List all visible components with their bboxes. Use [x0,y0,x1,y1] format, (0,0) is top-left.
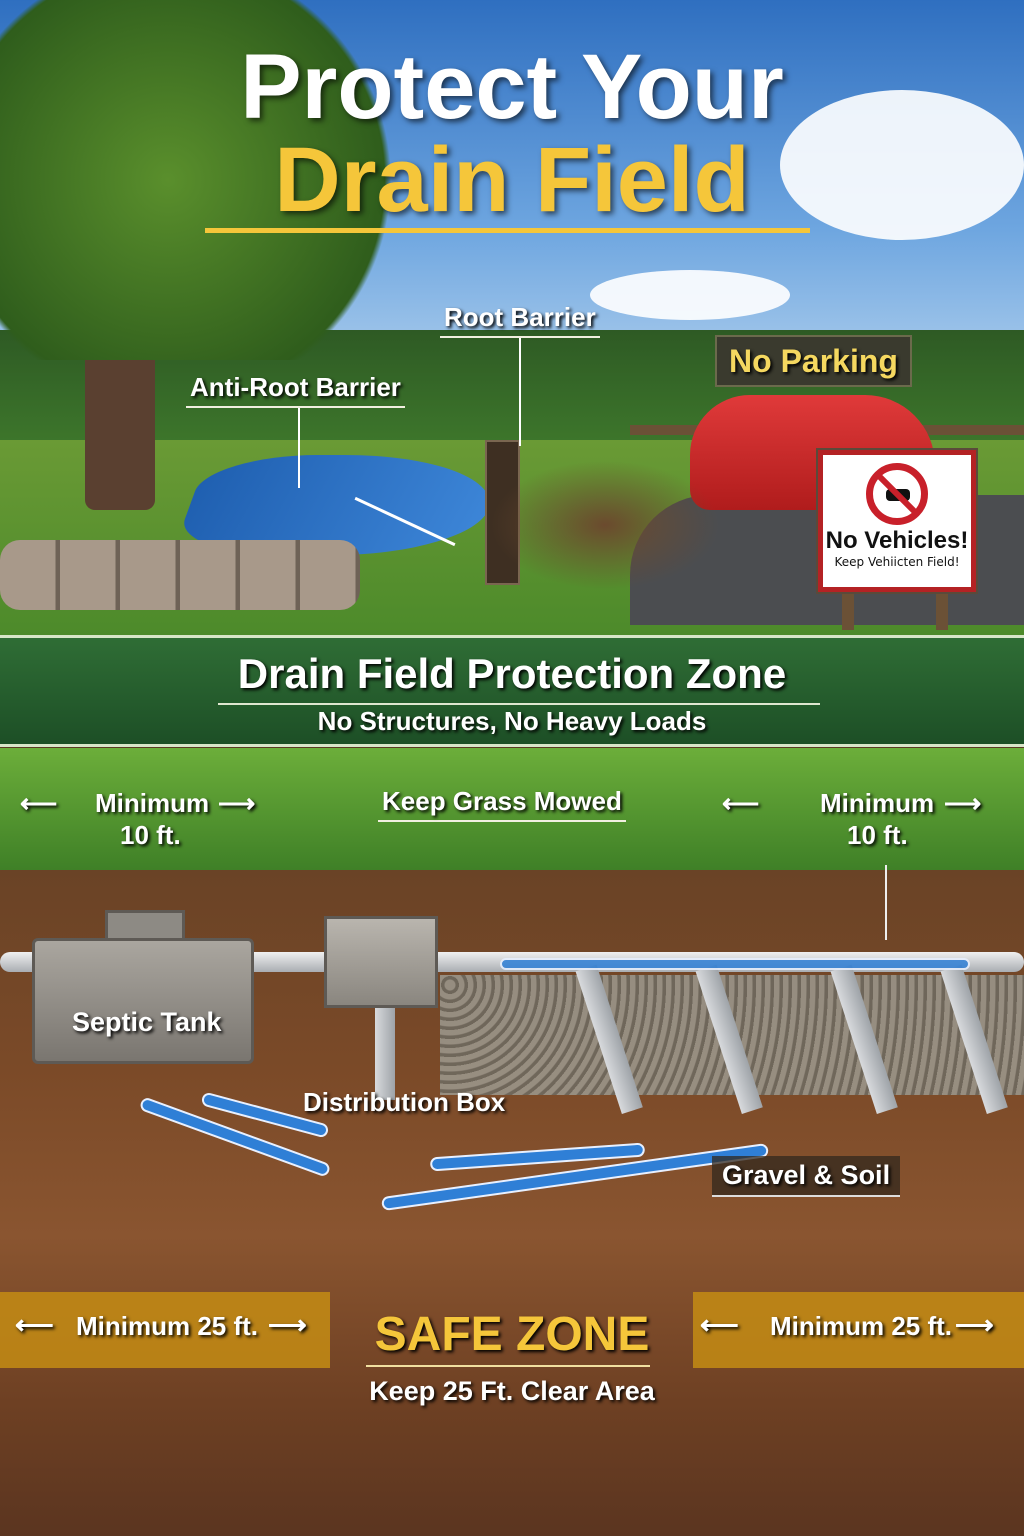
safe-zone-title: SAFE ZONE [374,1308,650,1361]
tree-roots [490,460,720,590]
banner-title: Drain Field Protection Zone [237,650,787,697]
right-distance-label: 10 ft. [847,820,908,850]
right-arrow-icon: ⟵ [700,1310,739,1340]
left-arrow-right-icon: ⟶ [268,1310,307,1340]
distribution-outlet-pipe [375,990,395,1100]
left-safe-zone-band [0,1292,330,1368]
right-arrow-right-icon: ⟶ [955,1310,994,1340]
no-parking-label: No Parking [715,335,912,387]
right-minimum-label: Minimum [820,788,935,818]
stone-wall [0,540,360,610]
sign-title: No Vehicles! [825,527,969,554]
title-line-1: Protect Your [240,36,784,138]
left-minimum-label: Minimum [95,788,210,818]
safe-zone-subtitle: Keep 25 Ft. Clear Area [369,1376,655,1406]
distance-marker-line [885,865,887,940]
banner-subtitle: No Structures, No Heavy Loads [317,706,707,736]
right-min-arrow-icon: ⟵ [722,788,760,818]
no-vehicles-icon [866,463,928,525]
grass-layer [0,748,1024,870]
sign-post [936,590,948,630]
anti-root-barrier-label: Anti-Root Barrier [186,372,405,408]
safe-zone-divider [366,1365,650,1367]
sign-post [842,590,854,630]
cloud [590,270,790,320]
root-barrier-arrow [519,338,521,446]
cloud [780,90,1024,240]
title-line-2: Drain Field [274,129,750,231]
septic-tank-label: Septic Tank [72,1007,222,1037]
left-distance-label: 10 ft. [120,820,181,850]
pipe-flow-arrows-icon [500,958,970,970]
septic-tank [32,938,254,1064]
no-vehicles-sign: No Vehicles! Keep Vehiicten Field! [818,450,976,592]
left-min-arrow-right-icon: ⟶ [218,788,256,818]
left-minimum-25-label: Minimum 25 ft. [76,1311,259,1341]
left-min-arrow-icon: ⟵ [20,788,58,818]
banner-divider [218,703,820,705]
anti-root-barrier-arrow [298,408,300,488]
right-minimum-25-label: Minimum 25 ft. [770,1311,953,1341]
left-arrow-icon: ⟵ [15,1310,54,1340]
gravel-soil-label: Gravel & Soil [712,1156,901,1197]
title-underline [205,228,810,233]
distribution-box-label: Distribution Box [303,1087,506,1117]
right-safe-zone-band [693,1292,1024,1368]
keep-grass-mowed-label: Keep Grass Mowed [378,786,626,822]
protection-zone-banner [0,635,1024,747]
distribution-box [324,916,438,1008]
right-min-arrow-right-icon: ⟶ [944,788,982,818]
tree-crown [0,0,420,360]
root-barrier-label: Root Barrier [440,302,600,338]
sign-subtitle: Keep Vehiicten Field! [834,555,960,569]
